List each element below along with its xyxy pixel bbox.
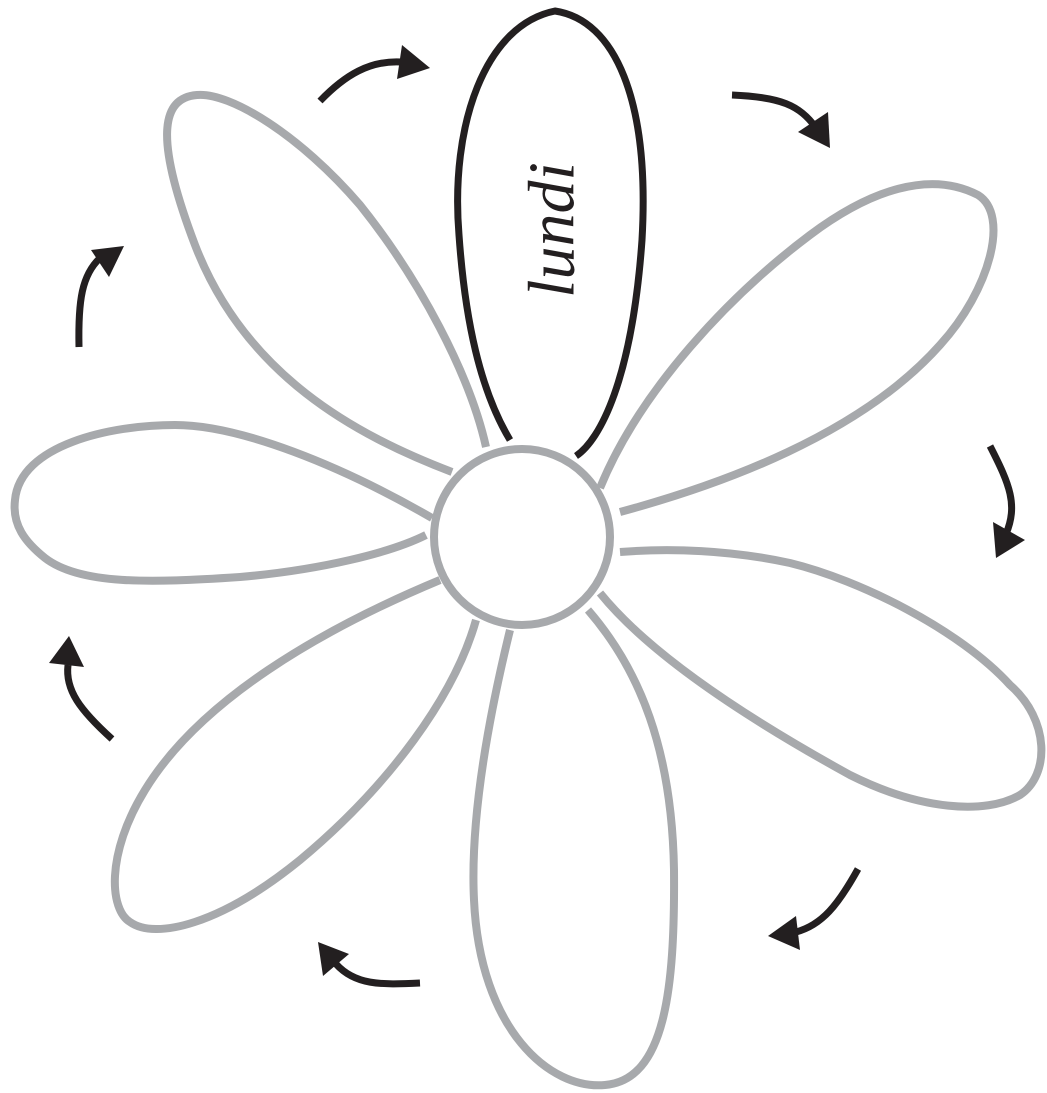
flower-center — [434, 449, 610, 625]
arrow-lower-left — [49, 636, 112, 739]
arrow-top-left — [320, 45, 430, 101]
petal-upper-right — [600, 184, 993, 512]
arrow-left — [79, 246, 124, 347]
petal-left — [15, 425, 432, 581]
arrow-bottom-right — [768, 869, 858, 950]
petal-lower-left — [115, 580, 476, 929]
arrow-bottom — [318, 942, 420, 984]
active-day-label: lundi — [516, 162, 589, 298]
arrow-right — [990, 446, 1025, 558]
petal-bottom — [473, 610, 674, 1085]
petal-upper-left — [167, 95, 486, 472]
arrow-top-right — [732, 95, 830, 148]
petal-top-active: lundi — [458, 11, 644, 456]
